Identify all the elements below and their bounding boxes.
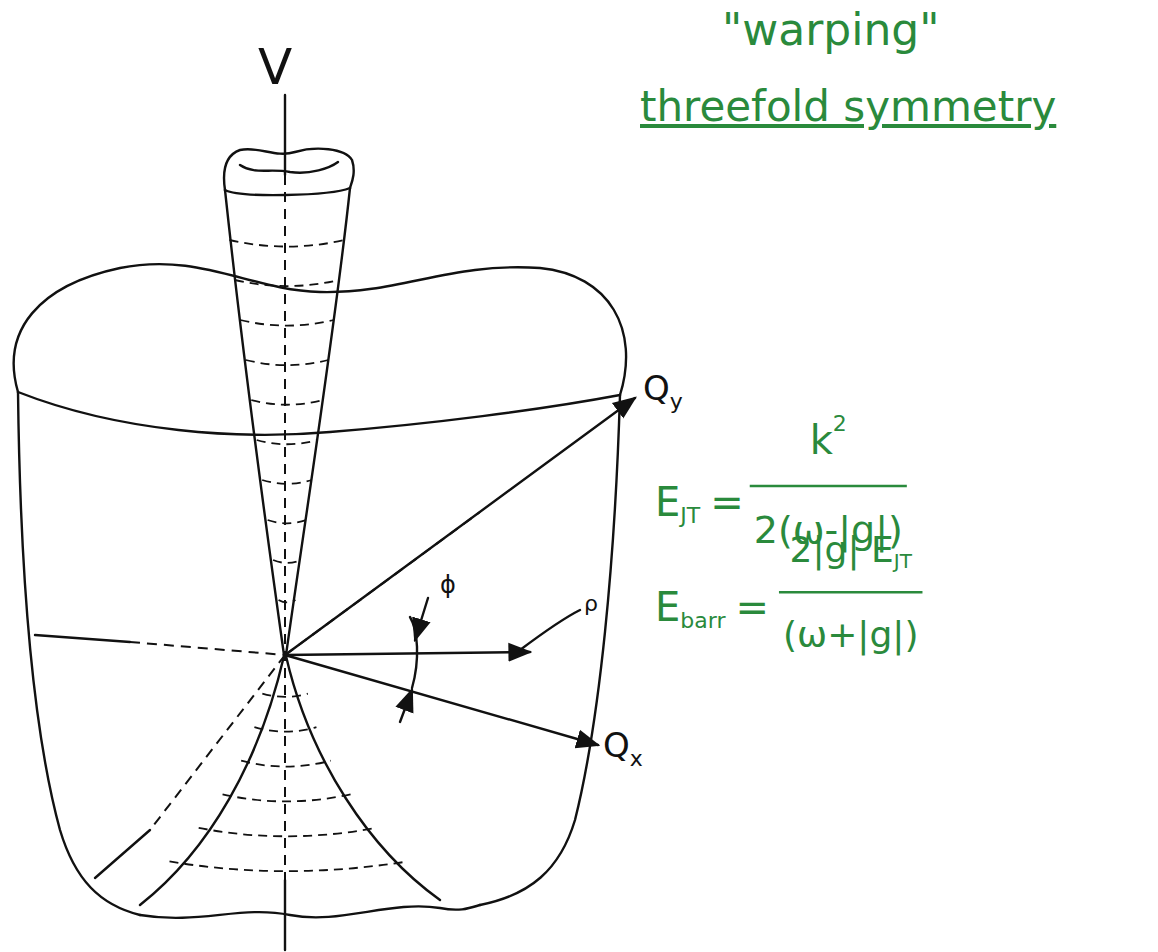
upper-cone-right xyxy=(286,188,350,655)
cone-ring xyxy=(268,520,307,523)
left-wall xyxy=(18,392,140,915)
cone-ring xyxy=(262,694,308,697)
upper-cone-left xyxy=(225,190,284,655)
rho-vector xyxy=(285,652,530,655)
cone-ring xyxy=(229,240,344,247)
formula-numerator: k xyxy=(810,418,833,462)
cone-ring xyxy=(199,828,377,836)
cone-ring xyxy=(240,320,333,326)
fraction-bar xyxy=(750,485,907,488)
formula-symbol: E xyxy=(655,480,680,524)
rim-back xyxy=(14,264,626,395)
v-axis xyxy=(284,95,286,175)
cone-ring xyxy=(235,280,339,286)
lower-cone-left xyxy=(140,656,284,905)
rho-leader xyxy=(520,610,580,650)
cone-ring xyxy=(254,727,316,732)
qy-axis xyxy=(285,398,635,655)
bowl-bottom xyxy=(140,905,480,918)
cone-ring xyxy=(169,861,407,871)
formula-exponent: 2 xyxy=(833,412,847,436)
cone-ring xyxy=(262,480,312,484)
formula-sign: = xyxy=(710,480,744,524)
title-note: "warping" xyxy=(722,6,940,54)
formula-numerator: 2|g| E xyxy=(790,530,894,570)
axis-label: Q xyxy=(603,727,630,764)
cone-ring xyxy=(241,761,331,767)
axis-subscript: y xyxy=(670,390,683,414)
cone-ring xyxy=(257,440,318,444)
x-axis-dashed xyxy=(130,642,285,655)
phi-pointer xyxy=(415,598,428,640)
phi-arc xyxy=(410,617,417,688)
lower-axis-dashed xyxy=(150,655,285,830)
tube-top xyxy=(224,149,354,190)
formula-subscript: JT xyxy=(894,550,912,572)
formula-denominator: (ω+|g|) xyxy=(783,615,919,655)
formula-symbol: E xyxy=(655,585,680,629)
qx-axis xyxy=(285,655,598,745)
formula-subscript: JT xyxy=(680,504,700,528)
cone-ring xyxy=(273,560,301,563)
v-axis-dashed xyxy=(284,175,286,880)
axis-label: V xyxy=(258,40,292,95)
fraction-bar xyxy=(779,591,923,594)
angle-label: ϕ xyxy=(440,572,456,598)
axis-label: Q xyxy=(643,370,670,407)
title-note: threefold symmetry xyxy=(640,84,1056,130)
qy-dashed xyxy=(285,512,480,655)
cone-ring xyxy=(246,360,328,365)
axis-subscript: x xyxy=(630,747,643,771)
radius-label: ρ xyxy=(584,592,598,616)
cone-ring xyxy=(279,600,296,602)
tube-rim xyxy=(225,188,350,195)
lower-left-axis xyxy=(95,830,150,878)
tube-top-inner xyxy=(240,162,338,173)
right-wall xyxy=(480,395,620,905)
formula-sign: = xyxy=(735,585,769,629)
phi-pointer-lower xyxy=(400,690,412,722)
formula-subscript: barr xyxy=(680,609,725,633)
x-axis-left xyxy=(35,635,130,642)
cone-ring xyxy=(223,794,351,801)
cone-ring xyxy=(251,400,322,405)
